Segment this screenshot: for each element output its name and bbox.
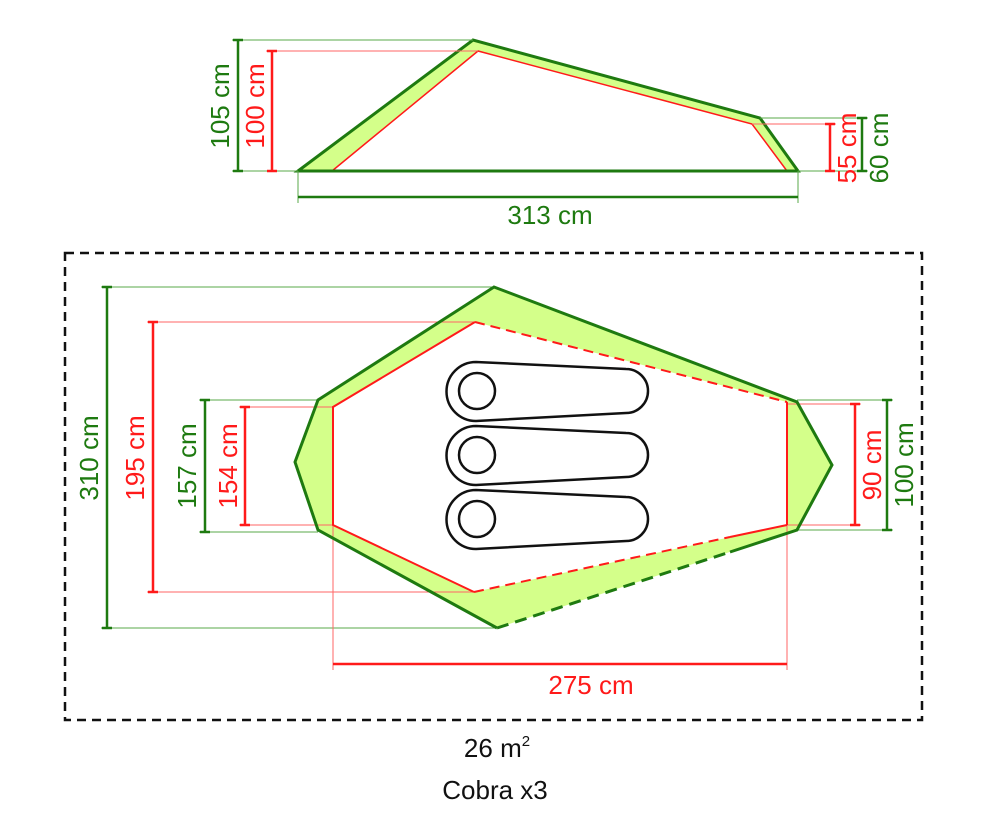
side-rear-inner-label: 55 cm [832,113,862,184]
outer-fly-outline [293,285,834,630]
side-dimension-lines [233,38,867,199]
area-superscript: 2 [522,733,530,750]
side-guides [232,39,868,203]
area-label: 26 m2 [464,733,530,763]
area-value: 26 m [464,733,522,763]
rear-inner-width-label: 90 cm [857,430,887,501]
pillow-icon [457,499,497,539]
sleeping-bags [445,360,650,551]
floor-dimension-lines [102,285,892,666]
total-width-label: 310 cm [74,415,104,500]
side-fly-fill [298,40,798,171]
side-height-outer-label: 105 cm [205,63,235,148]
side-outer-outline [293,38,801,173]
floor-fly-fill [295,287,832,628]
inner-tent-outline [332,321,788,593]
rear-outer-width-label: 100 cm [889,422,919,507]
sleeping-bag [445,424,650,487]
front-inner-width-label: 154 cm [213,423,243,508]
sleeping-bag [445,488,650,551]
side-height-inner-label: 100 cm [240,63,270,148]
front-outer-width-label: 157 cm [172,423,202,508]
side-length-label: 313 cm [507,200,592,230]
floor-guides [101,286,893,670]
footprint-boundary [63,251,924,722]
inner-length-label: 275 cm [548,670,633,700]
floor-plan: 310 cm 195 cm 157 cm 154 cm 90 cm 100 cm… [63,251,924,722]
inner-width-label: 195 cm [120,415,150,500]
side-rear-outer-label: 60 cm [864,113,894,184]
pillow-icon [457,435,497,475]
side-inner-outline [331,50,788,172]
side-view: 105 cm 100 cm 55 cm 60 cm 313 cm [205,38,894,230]
model-name: Cobra x3 [442,775,548,805]
pillow-icon [457,371,497,411]
sleeping-bag [445,360,650,423]
